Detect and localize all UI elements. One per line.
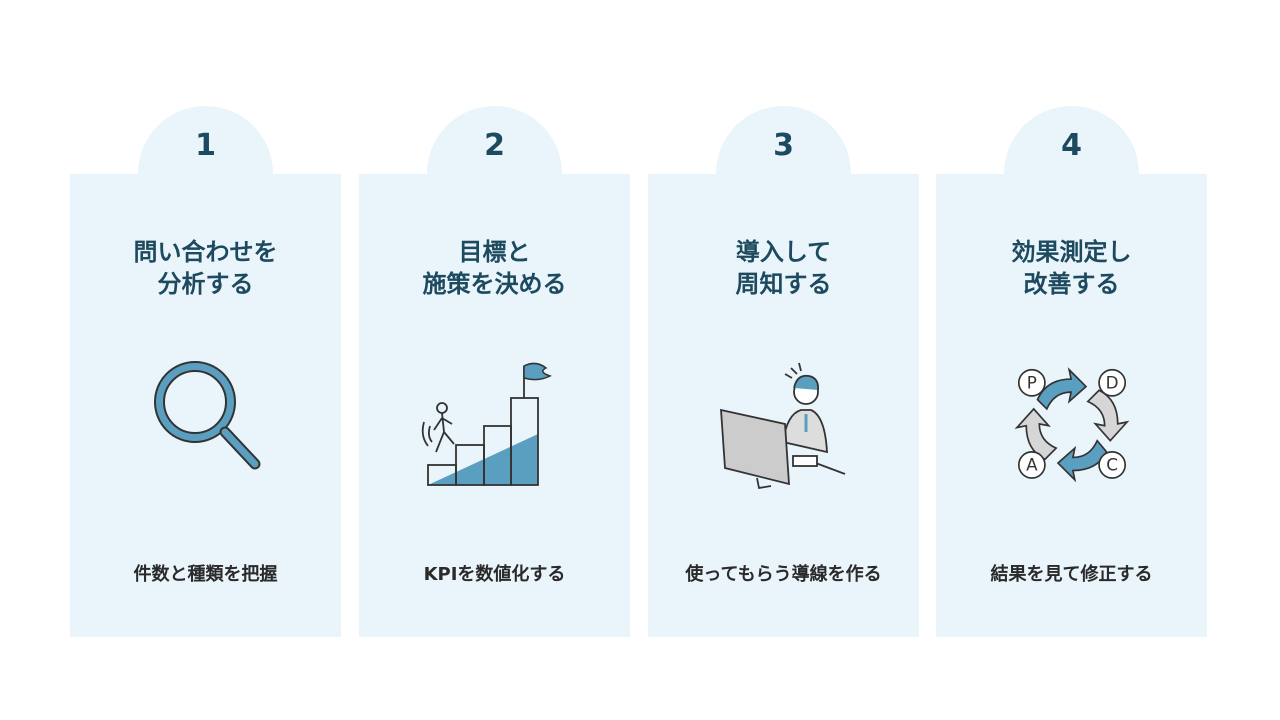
step-card-1: 1 問い合わせを分析する 件数と種類を把握: [70, 106, 341, 637]
step-tab: [716, 106, 851, 241]
step-caption: 結果を見て修正する: [990, 564, 1153, 585]
pdca-c-label: C: [1106, 455, 1118, 475]
step-caption: KPIを数値化する: [423, 564, 566, 585]
step-number: 3: [773, 128, 794, 163]
step-number: 4: [1061, 128, 1082, 163]
step-card-3: 3 導入して周知する 使ってもらう導線を作る: [648, 106, 919, 637]
pdca-a-label: A: [1026, 455, 1038, 475]
step-title: 問い合わせを分析する: [133, 238, 278, 298]
operator-computer-icon: [719, 362, 845, 490]
step-title: 導入して周知する: [735, 238, 832, 298]
step-title: 効果測定し改善する: [1011, 238, 1132, 298]
step-number: 2: [484, 128, 505, 163]
pdca-cycle-icon: P D A C: [1014, 367, 1129, 483]
step-caption: 使ってもらう導線を作る: [685, 564, 882, 585]
pdca-p-label: P: [1026, 372, 1036, 392]
step-caption: 件数と種類を把握: [133, 564, 278, 585]
step-title: 目標と施策を決める: [422, 238, 567, 298]
step-card-2: 2 目標と施策を決める KPIを数値化する: [359, 106, 630, 637]
step-tab: [427, 106, 562, 241]
magnifier-icon: [153, 361, 260, 470]
step-tab: [1004, 106, 1139, 241]
step-card-4: 4 効果測定し改善する P D A C 結果を見て修正する: [936, 106, 1207, 637]
stairs-flag-icon: [421, 362, 552, 486]
step-tab: [138, 106, 273, 241]
pdca-d-label: D: [1105, 372, 1118, 392]
step-number: 1: [195, 128, 216, 163]
